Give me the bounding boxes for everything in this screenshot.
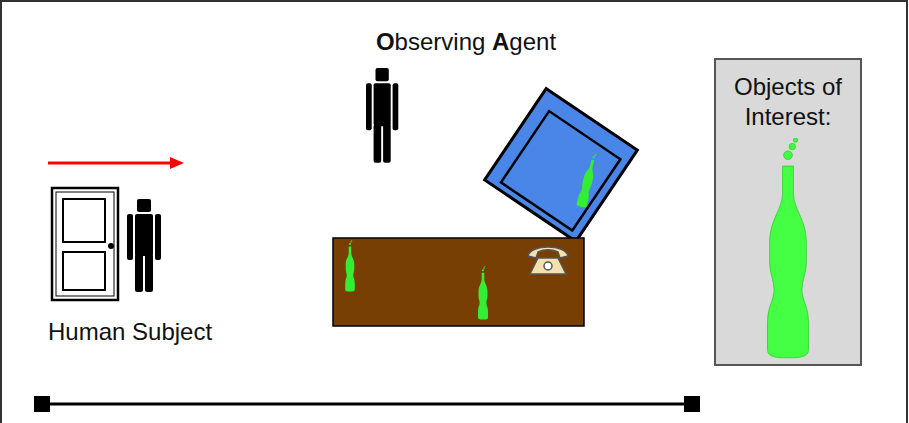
- objects-panel: Objects of Interest:: [714, 58, 862, 366]
- panel-heading: Objects of Interest:: [720, 72, 856, 132]
- agent-label: Observing Agent: [300, 28, 632, 56]
- small-bottle: [478, 266, 488, 319]
- small-bottle: [345, 240, 355, 291]
- door-symbol: [52, 188, 118, 300]
- blue-container: [485, 89, 638, 242]
- subject-label: Human Subject: [48, 318, 308, 346]
- scale-bar: [34, 396, 700, 412]
- human-figure: [127, 199, 161, 292]
- telephone-symbol: [528, 247, 568, 274]
- motion-arrow: [48, 157, 184, 169]
- table-top: [333, 238, 584, 326]
- agent-figure: [366, 68, 398, 163]
